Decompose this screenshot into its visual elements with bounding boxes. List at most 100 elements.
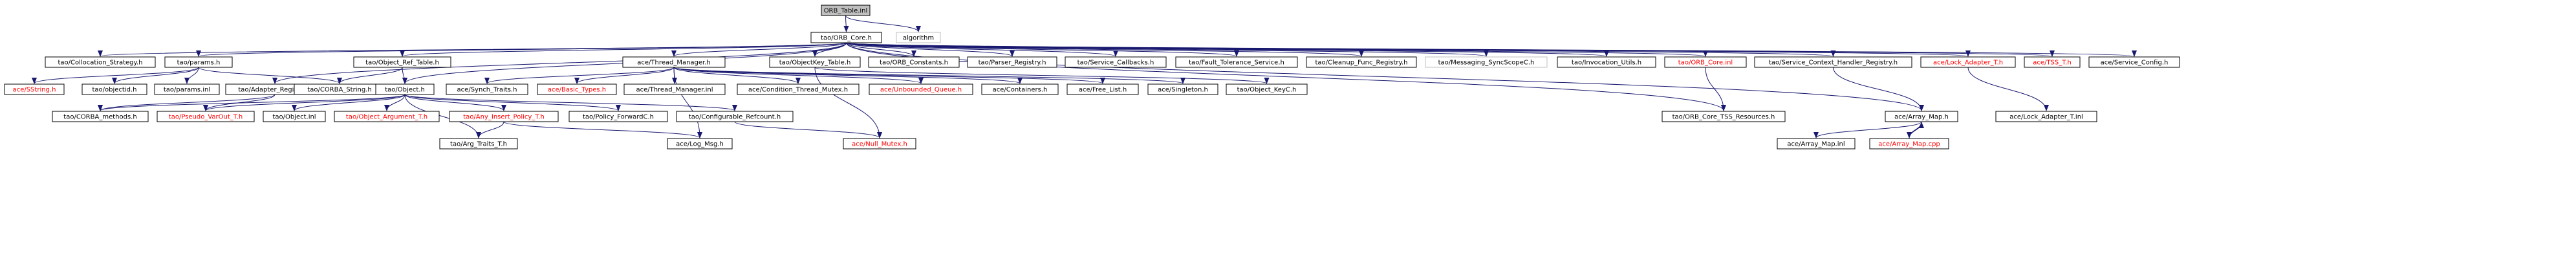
edge-array_map_h-to-array_map_inl <box>1813 121 1922 139</box>
edge-orb_core-to-adapter_registry <box>272 42 847 84</box>
node-cleanup-func[interactable]: tao/Cleanup_Func_Registry.h <box>1306 56 1417 68</box>
node-box <box>537 83 617 95</box>
node-object-h[interactable]: tao/Object.h <box>375 83 435 95</box>
node-box <box>843 138 916 150</box>
node-box <box>154 83 220 95</box>
edge-objectkey_table-to-object_keyc <box>814 67 1269 84</box>
node-orb-constants[interactable]: tao/ORB_Constants.h <box>868 56 960 68</box>
node-corba-methods[interactable]: tao/CORBA_methods.h <box>52 111 149 122</box>
node-params-inl[interactable]: tao/params.inl <box>154 83 220 95</box>
node-object-ref-table[interactable]: tao/Object_Ref_Table.h <box>353 56 451 68</box>
node-pseudo-var-out[interactable]: tao/Pseudo_VarOut_T.h <box>157 111 255 122</box>
node-corba-string[interactable]: tao/CORBA_String.h <box>294 83 385 95</box>
node-array-map-cpp[interactable]: ace/Array_Map.cpp <box>1869 138 1949 150</box>
node-params-h[interactable]: tao/params.h <box>164 56 233 68</box>
node-label: tao/Invocation_Utils.h <box>1572 60 1641 67</box>
dependency-nodes: ORB_Table.inl tao/ORB_Core.h algorithm tao/… <box>4 5 2180 150</box>
node-objectid[interactable]: tao/objectid.h <box>81 83 147 95</box>
node-condition-thread-mutex[interactable]: ace/Condition_Thread_Mutex.h <box>737 83 860 95</box>
node-basic-types[interactable]: ace/Basic_Types.h <box>537 83 617 95</box>
node-log-msg[interactable]: ace/Log_Msg.h <box>667 138 733 150</box>
node-label: ORB_Table.inl <box>824 8 868 15</box>
edge-orb_core-to-fault_tolerance <box>846 42 1239 57</box>
node-label: tao/Service_Callbacks.h <box>1077 60 1154 67</box>
node-service-context[interactable]: tao/Service_Context_Handler_Registry.h <box>1754 56 1912 68</box>
node-singleton[interactable]: ace/Singleton.h <box>1147 83 1218 95</box>
node-array-map-inl[interactable]: ace/Array_Map.inl <box>1777 138 1856 150</box>
node-box <box>676 111 794 122</box>
edge-orb_core-to-array_map_h <box>846 42 1924 111</box>
node-label: ace/Null_Mutex.h <box>852 141 907 148</box>
node-containers[interactable]: ace/Containers.h <box>981 83 1059 95</box>
node-invocation-utils[interactable]: tao/Invocation_Utils.h <box>1557 56 1656 68</box>
node-label: tao/Messaging_SyncScopeC.h <box>1438 60 1535 67</box>
node-box <box>810 32 882 43</box>
node-configurable-refcount[interactable]: tao/Configurable_Refcount.h <box>676 111 794 122</box>
node-box <box>446 83 528 95</box>
edge-orb_core-to-service_callbacks <box>846 42 1118 57</box>
edge-object_h-to-corba_methods <box>98 94 406 111</box>
node-service-callbacks[interactable]: tao/Service_Callbacks.h <box>1065 56 1167 68</box>
node-array-map-h[interactable]: ace/Array_Map.h <box>1885 111 1958 122</box>
edge-object_h-to-object_inl <box>292 94 406 111</box>
node-lock-adapter-h[interactable]: ace/Lock_Adapter_T.h <box>1920 56 2016 68</box>
node-thread-manager-h[interactable]: ace/Thread_Manager.h <box>622 56 726 68</box>
node-object-inl[interactable]: tao/Object.inl <box>263 111 326 122</box>
node-label: tao/Collocation_Strategy.h <box>58 60 142 67</box>
node-service-config[interactable]: ace/Service_Config.h <box>2088 56 2180 68</box>
node-label: tao/ORB_Constants.h <box>880 60 948 67</box>
node-box <box>737 83 860 95</box>
node-messaging-sync[interactable]: tao/Messaging_SyncScopeC.h <box>1425 56 1548 68</box>
node-label: ace/SString.h <box>13 87 56 94</box>
edge-orb_table-to-orb_core <box>843 15 849 32</box>
node-synch-traits[interactable]: ace/Synch_Traits.h <box>446 83 528 95</box>
node-lock-adapter-inl[interactable]: ace/Lock_Adapter_T.inl <box>1995 111 2097 122</box>
node-object-keyc[interactable]: tao/Object_KeyC.h <box>1226 83 1308 95</box>
node-orb-core-inl[interactable]: tao/ORB_Core.inl <box>1664 56 1747 68</box>
node-box <box>667 138 733 150</box>
node-policy-forwardc[interactable]: tao/Policy_ForwardC.h <box>568 111 668 122</box>
edge-thread_manager_h-to-condition_thread_mutex <box>673 67 801 84</box>
node-objectkey-table[interactable]: tao/ObjectKey_Table.h <box>769 56 861 68</box>
edge-orb_core-to-parser_registry <box>846 42 1015 57</box>
edge-object_h-to-configurable_refcount <box>404 94 737 111</box>
node-tss-t[interactable]: ace/TSS_T.h <box>2024 56 2081 68</box>
node-unbounded-queue[interactable]: ace/Unbounded_Queue.h <box>869 83 973 95</box>
node-object-argument[interactable]: tao/Object_Argument_T.h <box>334 111 440 122</box>
node-box <box>896 32 941 43</box>
node-orb-table[interactable]: ORB_Table.inl <box>821 5 871 16</box>
node-box <box>1664 56 1747 68</box>
node-orb-core[interactable]: tao/ORB_Core.h <box>810 32 882 43</box>
edge-thread_manager_h-to-unbounded_queue <box>673 67 924 84</box>
node-box <box>81 83 147 95</box>
node-label: algorithm <box>903 35 934 42</box>
edge-orb_core-to-thread_manager_h <box>671 42 847 57</box>
node-thread-manager-inl[interactable]: ace/Thread_Manager.inl <box>623 83 726 95</box>
node-box <box>164 56 233 68</box>
node-label: ace/Thread_Manager.inl <box>636 87 713 94</box>
node-null-mutex[interactable]: ace/Null_Mutex.h <box>843 138 916 150</box>
node-algorithm[interactable]: algorithm <box>896 32 941 43</box>
edge-lock_adapter_h-to-lock_adapter_inl <box>1967 67 2049 111</box>
node-label: tao/ObjectKey_Table.h <box>779 60 851 67</box>
node-label: tao/Pseudo_VarOut_T.h <box>169 114 243 121</box>
node-parser-registry[interactable]: tao/Parser_Registry.h <box>967 56 1057 68</box>
node-collocation-strategy[interactable]: tao/Collocation_Strategy.h <box>45 56 156 68</box>
node-box <box>821 5 871 16</box>
node-box <box>1754 56 1912 68</box>
node-any-insert-policy[interactable]: tao/Any_Insert_Policy_T.h <box>449 111 559 122</box>
node-fault-tolerance[interactable]: tao/Fault_Tolerance_Service.h <box>1175 56 1298 68</box>
node-free-list[interactable]: ace/Free_List.h <box>1066 83 1139 95</box>
node-sstring[interactable]: ace/SString.h <box>4 83 65 95</box>
node-arg-traits[interactable]: tao/Arg_Traits_T.h <box>439 138 518 150</box>
node-box <box>52 111 149 122</box>
node-box <box>45 56 156 68</box>
edge-any_insert_policy-to-arg_traits <box>476 121 504 139</box>
node-box <box>1920 56 2016 68</box>
node-label: tao/Object.inl <box>272 114 316 121</box>
node-orb-core-tss[interactable]: tao/ORB_Core_TSS_Resources.h <box>1661 111 1786 122</box>
node-box <box>568 111 668 122</box>
node-label: ace/Service_Config.h <box>2101 60 2169 67</box>
node-box <box>2088 56 2180 68</box>
